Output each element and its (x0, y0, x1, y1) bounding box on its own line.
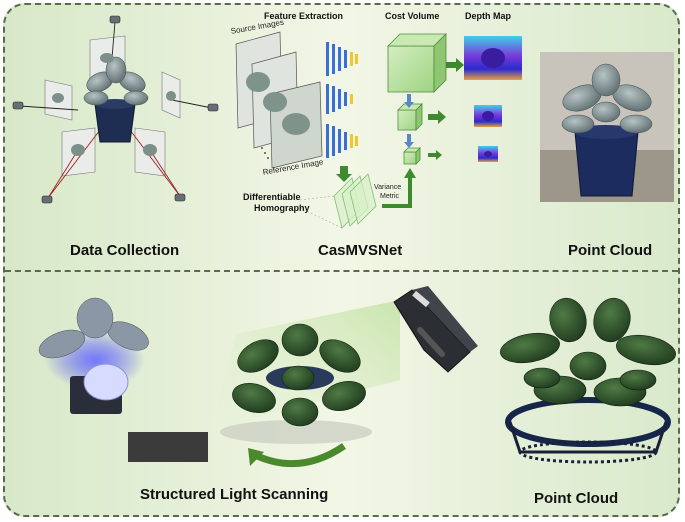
cost-volume-cubes (387, 33, 447, 165)
camera-icons (12, 15, 219, 204)
depth-map-label: Depth Map (465, 11, 511, 21)
top-point-cloud-title: Point Cloud (568, 242, 653, 259)
variance-metric-label-line1: Variance (374, 184, 402, 191)
camera-icon (41, 195, 53, 204)
feature-extraction-label: Feature Extraction (264, 11, 344, 21)
structured-light-scanning-title: Structured Light Scanning (140, 486, 329, 503)
depth-map-images (464, 36, 522, 162)
camera-icon (12, 101, 24, 110)
variance-metric-label-line2: Metric (380, 193, 400, 200)
data-collection-illustration (12, 15, 219, 204)
camera-icon (109, 15, 121, 24)
cube-to-depth-arrows (428, 58, 464, 160)
cost-volume-label: Cost Volume (385, 11, 440, 21)
plant-pot (94, 103, 136, 143)
camera-icon (207, 103, 219, 112)
data-collection-title: Data Collection (70, 242, 180, 259)
bottom-point-cloud (500, 297, 676, 464)
blue-lit-plant-photo (38, 297, 208, 462)
bottom-point-cloud-title: Point Cloud (534, 490, 619, 507)
top-point-cloud-photo (540, 52, 674, 202)
camera-icon (174, 193, 186, 202)
casmvsnet-illustration (235, 31, 522, 229)
section-divider (5, 270, 678, 272)
plant-leaves (83, 56, 149, 106)
casmvsnet-title: CasMVSNet (318, 242, 403, 259)
homography-label-line2: Homography (254, 203, 310, 213)
homography-label-line1: Differentiable (243, 192, 301, 202)
homography-planes (333, 173, 377, 229)
feature-extraction-blocks (326, 42, 358, 158)
scanned-plant (220, 323, 372, 468)
